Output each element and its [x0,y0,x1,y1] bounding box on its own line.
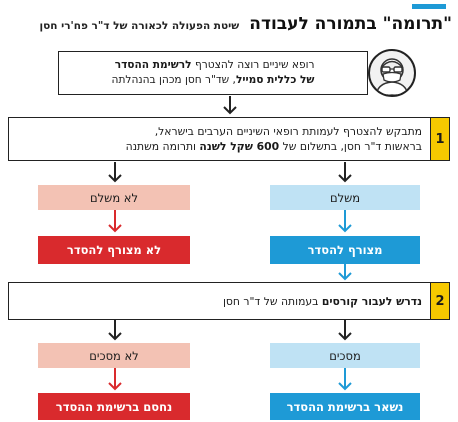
step-1-number: 1 [430,118,449,160]
disagrees-box: לא מסכים [38,343,190,368]
step-2-number: 2 [430,283,449,319]
step-1-line2-a: בראשות ד"ר חסן, בתשלום של [279,140,422,153]
agrees-box: מסכים [270,343,420,368]
step-1-line1: מתבקש להצטרף לעמותת רופאי השיניים הערבים… [154,125,422,138]
accent-bar [412,4,446,9]
arrow-down-icon [107,368,123,392]
paid-box: משלם [270,185,420,210]
dentist-avatar-icon [375,58,409,95]
intro-line2-text: , שד"ר חסן מכהן בהנהלתה [111,74,236,86]
step-2-box: 2 נדרש לעבור קורסים בעמותה של ד"ר חסן [8,282,450,320]
step-1-text: מתבקש להצטרף לעמותת רופאי השיניים הערבים… [9,124,430,154]
intro-line2-bold: של כללית סמייל [235,74,315,86]
title-subtitle: שיטת הפעולה לכאורה של ד"ר פח'רי חסן [39,20,240,32]
title-main: "תרומה" בתמורה לעבודה [249,14,452,34]
arrow-down-icon [107,320,123,342]
arrow-down-icon [337,210,353,234]
arrow-down-icon [222,96,238,116]
step-2-bold: נדרש לעבור קורסים [321,294,422,308]
intro-line1-text: רופא שיניים רוצה להצטרף [191,59,315,71]
intro-box: רופא שיניים רוצה להצטרף לרשימת ההסדר של … [58,51,368,95]
step-1-line2-bold: 600 שקל לשנה [199,140,280,153]
step-2-text: נדרש לעבור קורסים בעמותה של ד"ר חסן [9,294,430,309]
arrow-down-icon [337,264,353,282]
intro-text: רופא שיניים רוצה להצטרף לרשימת ההסדר של … [104,58,323,88]
arrow-down-icon [337,368,353,392]
arrow-down-icon [337,320,353,342]
blocked-box: נחסם ברשימת ההסדר [38,393,190,420]
not-paid-box: לא משלם [38,185,190,210]
stays-box: נשאר ברשימת ההסדר [270,393,420,420]
dentist-avatar [368,49,416,97]
not-joined-box: לא מצורף להסדר [38,236,190,264]
joined-box: מצורף להסדר [270,236,420,264]
step-2-plain: בעמותה של ד"ר חסן [222,294,322,308]
arrow-down-icon [107,210,123,234]
arrow-down-icon [337,162,353,184]
intro-line1-bold: לרשימת ההסדר [114,59,192,71]
step-1-box: 1 מתבקש להצטרף לעמותת רופאי השיניים הערב… [8,117,450,161]
step-1-line2-b: ותרומה משתנה [125,140,200,153]
diagram-title: "תרומה" בתמורה לעבודה שיטת הפעולה לכאורה… [40,14,452,34]
arrow-down-icon [107,162,123,184]
